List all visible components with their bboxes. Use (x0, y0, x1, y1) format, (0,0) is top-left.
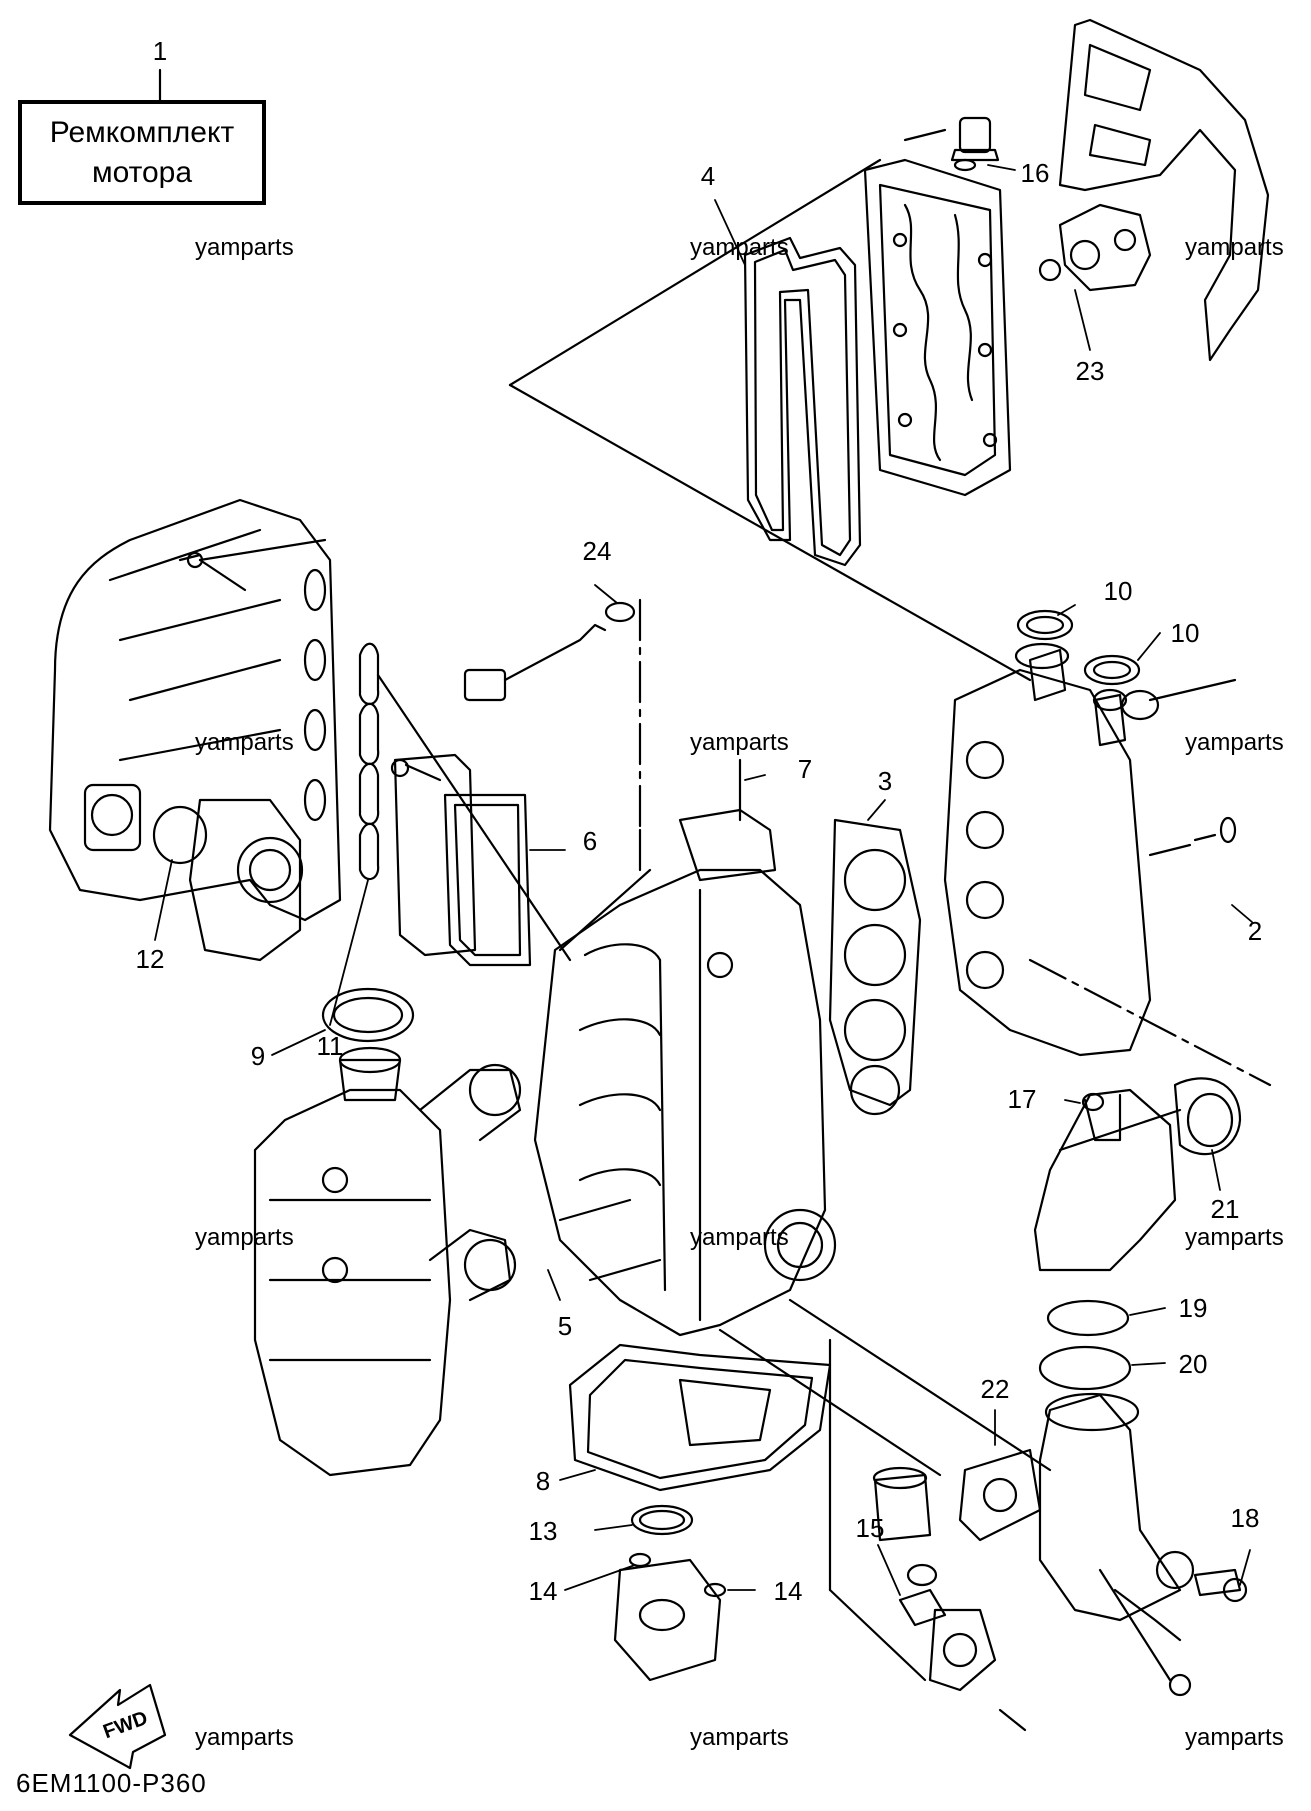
callout-15: 15 (856, 1513, 885, 1543)
oil-pump (613, 1504, 727, 1682)
watermark: yamparts (195, 1724, 294, 1751)
cylinder-block (533, 758, 837, 1337)
callout-13: 13 (529, 1516, 558, 1546)
callout-7: 7 (798, 754, 812, 784)
watermark: yamparts (195, 1224, 294, 1251)
intake-manifold (48, 498, 572, 962)
callout-23: 23 (1076, 356, 1105, 386)
callout-24: 24 (583, 536, 612, 566)
callout-leaders (154, 164, 1253, 1596)
exhaust-manifold (1033, 1077, 1248, 1697)
callout-21: 21 (1211, 1194, 1240, 1224)
crankshaft-assembly (253, 987, 522, 1477)
callout-5: 5 (558, 1311, 572, 1341)
callout-8: 8 (536, 1466, 550, 1496)
repair-kit-label-line2: мотора (91, 155, 193, 189)
callout-2: 2 (1248, 916, 1262, 946)
callout-1: 1 (153, 36, 167, 66)
watermark: yamparts (1185, 234, 1284, 261)
callout-17: 17 (1008, 1084, 1037, 1114)
watermark: yamparts (690, 1224, 789, 1251)
callout-16: 16 (1021, 158, 1050, 188)
watermark: yamparts (690, 234, 789, 261)
fwd-label: FWD (100, 1707, 150, 1743)
sensor-plug (463, 598, 642, 832)
exhaust-cover-gasket (390, 753, 532, 967)
callout-19: 19 (1179, 1293, 1208, 1323)
callout-3: 3 (878, 766, 892, 796)
watermark: yamparts (1185, 1724, 1284, 1751)
watermark: yamparts (1185, 1224, 1284, 1251)
callout-9: 9 (251, 1041, 265, 1071)
head-gasket (828, 818, 922, 1116)
repair-kit-label-box: Ремкомплект мотора (18, 100, 266, 205)
oil-filter-bracket (828, 1338, 1042, 1732)
callout-4: 4 (701, 161, 715, 191)
callout-18: 18 (1231, 1503, 1260, 1533)
callout-10-lower: 10 (1171, 618, 1200, 648)
fwd-arrow-icon (68, 1683, 167, 1770)
callout-10-upper: 10 (1104, 576, 1133, 606)
valve-cover-assembly (508, 18, 1270, 682)
watermark: yamparts (690, 1724, 789, 1751)
callout-20: 20 (1179, 1349, 1208, 1379)
cylinder-head (943, 609, 1272, 1087)
oil-pan-gasket (568, 1298, 1052, 1492)
watermark: yamparts (1185, 729, 1284, 756)
watermark: yamparts (195, 729, 294, 756)
diagram-code: 6EM1100-P360 (16, 1768, 207, 1798)
callout-14-right: 14 (774, 1576, 803, 1606)
callout-12: 12 (136, 944, 165, 974)
watermark: yamparts (195, 234, 294, 261)
repair-kit-label-line1: Ремкомплект (49, 115, 235, 149)
callout-22: 22 (981, 1374, 1010, 1404)
callout-11: 11 (317, 1031, 344, 1061)
watermark: yamparts (690, 729, 789, 756)
callout-14-left: 14 (529, 1576, 558, 1606)
callout-6: 6 (583, 826, 597, 856)
